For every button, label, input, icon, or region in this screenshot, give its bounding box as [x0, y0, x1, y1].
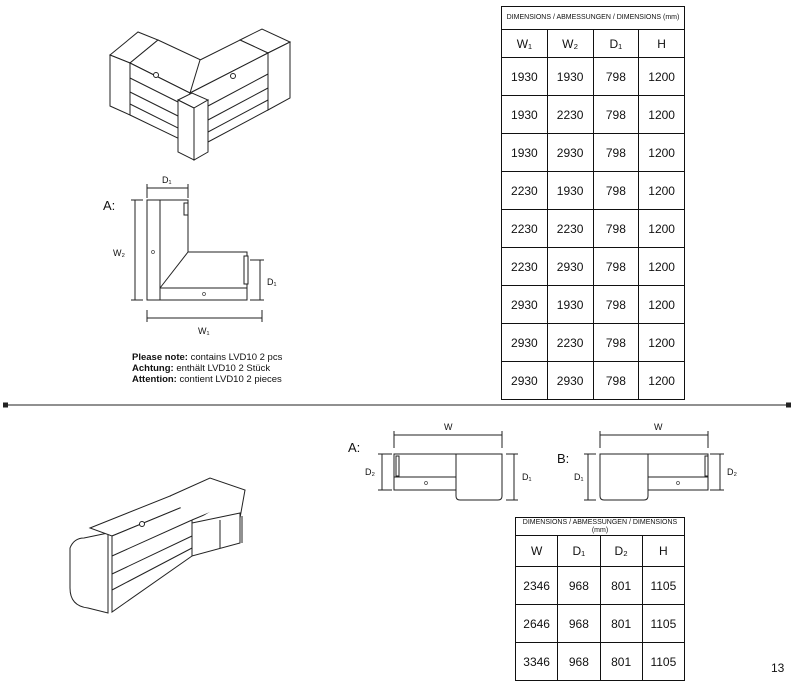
page-number: 13: [771, 661, 785, 675]
table-cell: 968: [557, 642, 601, 681]
table-cell: 801: [599, 642, 643, 681]
table-cell: 1200: [638, 95, 685, 134]
table-cell: 1200: [638, 361, 685, 400]
table-cell: 2646: [514, 604, 559, 643]
table-cell: 2230: [546, 323, 594, 362]
top-table-col-3: H: [638, 29, 685, 58]
plan-bottom-a-d1-label: D₁: [522, 472, 532, 482]
table-cell: 1930: [501, 133, 548, 172]
bottom-table-col-2: D₂: [599, 535, 643, 567]
note-line2-text: enthält LVD10 2 Stück: [173, 362, 271, 374]
plan-bottom-b-d2-label: D₂: [727, 467, 737, 477]
plan-bottom-b-label: B:: [557, 451, 570, 466]
bottom-table-col-0: W: [514, 535, 559, 567]
table-cell: 2930: [546, 133, 594, 172]
table-cell: 2230: [501, 209, 548, 248]
table-cell: 801: [599, 604, 643, 643]
table-cell: 2930: [501, 361, 548, 400]
section-divider: [3, 402, 791, 408]
note-line1-text: contains LVD10 2 pcs: [187, 352, 283, 363]
table-cell: 1200: [638, 171, 685, 210]
table-cell: 1200: [638, 57, 685, 96]
plan-a-d1-side-label: D₁: [267, 277, 277, 287]
plan-a-d1-top-label: D₁: [162, 175, 172, 185]
note-line2-bold: Achtung:: [132, 362, 174, 374]
table-cell: 1105: [641, 566, 686, 605]
plan-bottom-a-label: A:: [348, 440, 361, 455]
table-cell: 798: [592, 209, 640, 248]
table-cell: 1200: [638, 133, 685, 172]
straight-desk-plan-b: W D₁ D₂: [574, 422, 737, 501]
table-cell: 798: [592, 247, 640, 286]
table-cell: 1200: [638, 247, 685, 286]
note-line1-bold: Please note:: [132, 352, 188, 363]
plan-bottom-a-w-label: W: [444, 422, 453, 432]
plan-a-w1-label: W₁: [198, 326, 210, 336]
table-cell: 1200: [638, 209, 685, 248]
table-cell: 968: [557, 604, 601, 643]
straight-desk-isometric-drawing: [69, 477, 246, 614]
top-table-col-0: W₁: [501, 29, 548, 58]
table-cell: 2346: [514, 566, 559, 605]
table-cell: 1930: [546, 285, 594, 324]
table-cell: 2230: [501, 247, 548, 286]
plan-bottom-a-d2-label: D₂: [365, 467, 375, 477]
table-cell: 2230: [501, 171, 548, 210]
table-cell: 1930: [546, 57, 594, 96]
table-cell: 798: [592, 323, 640, 362]
straight-desk-plan-a: W D₂ D₁: [365, 422, 532, 501]
table-cell: 1105: [641, 642, 686, 681]
bottom-table-col-3: H: [641, 535, 686, 567]
top-dimensions-table: DIMENSIONS / ABMESSUNGEN / DIMENSIONS (m…: [501, 6, 685, 400]
table-cell: 798: [592, 95, 640, 134]
bottom-dimensions-table: DIMENSIONS / ABMESSUNGEN / DIMENSIONS (m…: [514, 517, 686, 681]
note-line3-bold: Attention:: [132, 373, 177, 385]
plan-a-w2-label: W₂: [113, 248, 125, 258]
top-table-col-1: W₂: [546, 29, 594, 58]
table-cell: 1930: [546, 171, 594, 210]
table-cell: 798: [592, 285, 640, 324]
plan-a-label: A:: [103, 198, 116, 213]
table-cell: 2930: [546, 247, 594, 286]
table-cell: 3346: [514, 642, 559, 681]
table-cell: 798: [592, 57, 640, 96]
table-cell: 2230: [546, 209, 594, 248]
top-table-header: DIMENSIONS / ABMESSUNGEN / DIMENSIONS (m…: [501, 6, 685, 30]
table-cell: 801: [599, 566, 643, 605]
table-cell: 1200: [638, 323, 685, 362]
note-line3-text: contient LVD10 2 pieces: [176, 373, 282, 385]
l-desk-plan-view: D₁ W₂ D₁ W₁: [113, 175, 277, 336]
bottom-table-header: DIMENSIONS / ABMESSUNGEN / DIMENSIONS (m…: [515, 517, 685, 536]
plan-bottom-b-d1-label: D₁: [574, 472, 584, 482]
table-cell: 1200: [638, 285, 685, 324]
bottom-table-col-1: D₁: [557, 535, 601, 567]
table-cell: 2930: [546, 361, 594, 400]
table-cell: 2930: [501, 323, 548, 362]
top-table-col-2: D₁: [592, 29, 640, 58]
table-cell: 1105: [641, 604, 686, 643]
table-cell: 1930: [501, 57, 548, 96]
table-cell: 2930: [501, 285, 548, 324]
l-desk-isometric-drawing: [109, 28, 292, 161]
table-cell: 798: [592, 133, 640, 172]
plan-bottom-b-w-label: W: [654, 422, 663, 432]
table-cell: 1930: [501, 95, 548, 134]
table-cell: 2230: [546, 95, 594, 134]
table-cell: 968: [557, 566, 601, 605]
table-cell: 798: [592, 361, 640, 400]
contents-note: Please note: contains LVD10 2 pcs Achtun…: [132, 352, 283, 385]
table-cell: 798: [592, 171, 640, 210]
